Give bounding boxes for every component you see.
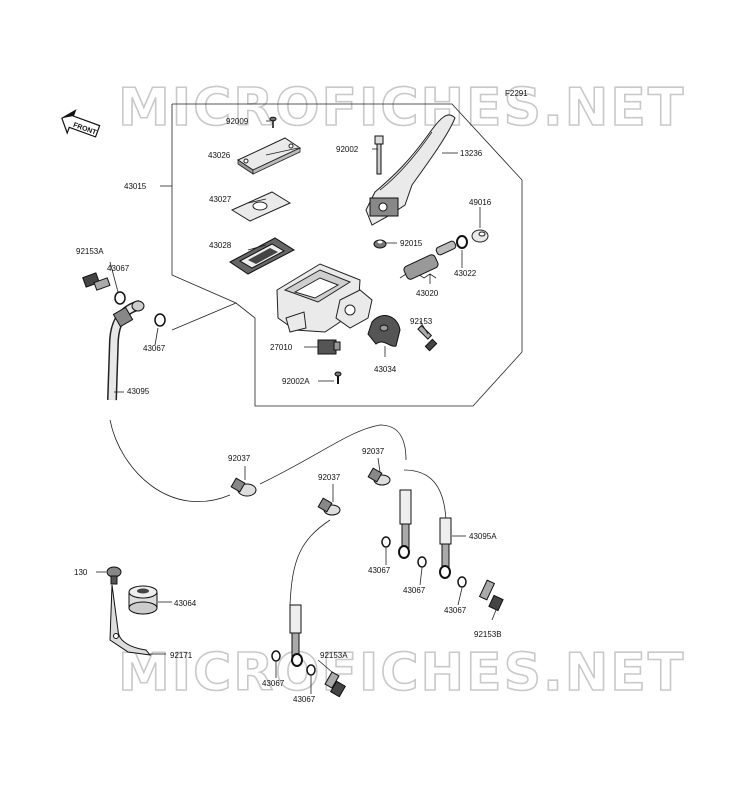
diaphragm-plate <box>230 191 292 222</box>
banjo-bolt-bottom <box>324 671 347 698</box>
front-arrow-icon: FRONT <box>61 109 101 138</box>
washer-e <box>457 576 467 588</box>
screw-92009 <box>269 116 277 128</box>
label-43022: 43022 <box>454 269 477 278</box>
washer-a <box>114 291 126 305</box>
label-43027: 43027 <box>209 195 232 204</box>
label-43028: 43028 <box>209 241 232 250</box>
label-92037-a: 92037 <box>228 454 251 463</box>
brake-hose-upper <box>107 300 407 502</box>
stop-light-switch <box>317 339 341 355</box>
label-92153a-top: 92153A <box>76 247 104 256</box>
switch-screw <box>334 371 342 384</box>
label-43067-e: 43067 <box>444 606 467 615</box>
banjo-bolt-top <box>82 272 111 291</box>
label-43067-b: 43067 <box>143 344 166 353</box>
watermark-top: MICROFICHES.NET <box>118 78 685 138</box>
label-130: 130 <box>74 568 88 577</box>
hose-bracket <box>109 584 152 656</box>
hose-clamp-c <box>317 497 341 516</box>
label-27010: 27010 <box>270 343 293 352</box>
hose-clamp-a <box>230 477 257 497</box>
hose-clamp-b <box>367 467 391 486</box>
diaphragm <box>229 237 296 275</box>
label-92037-b: 92037 <box>362 447 385 456</box>
pivot-bolt <box>374 135 384 175</box>
label-13236: 13236 <box>460 149 483 158</box>
label-92153: 92153 <box>410 317 433 326</box>
label-92015: 92015 <box>400 239 423 248</box>
clamp-bolt <box>417 324 438 352</box>
reservoir-cup <box>128 585 158 615</box>
pivot-nut <box>373 239 387 249</box>
master-cylinder-body <box>276 263 373 333</box>
flange-bolt <box>106 566 122 585</box>
label-92009: 92009 <box>226 117 249 126</box>
label-43064: 43064 <box>174 599 197 608</box>
label-92153b: 92153B <box>474 630 502 639</box>
brake-hose-lower <box>289 469 452 667</box>
washer-c <box>381 536 391 548</box>
label-43095: 43095 <box>127 387 150 396</box>
brake-lever <box>365 114 456 226</box>
label-43095a: 43095A <box>469 532 497 541</box>
label-43015: 43015 <box>124 182 147 191</box>
label-92153a-bottom: 92153A <box>320 651 348 660</box>
washer-f <box>271 650 281 662</box>
reservoir-cap <box>236 137 302 175</box>
label-43026: 43026 <box>208 151 231 160</box>
label-92037-c: 92037 <box>318 473 341 482</box>
handlebar-clamp <box>367 315 401 347</box>
label-43034: 43034 <box>374 365 397 374</box>
circlip <box>456 235 468 249</box>
label-43067-a: 43067 <box>107 264 130 273</box>
label-92002-top: 92002 <box>336 145 359 154</box>
label-43067-c: 43067 <box>368 566 391 575</box>
assembly-outline <box>171 103 523 407</box>
label-92171: 92171 <box>170 651 193 660</box>
piston-assembly <box>399 240 457 280</box>
washer-g <box>306 664 316 676</box>
dust-boot <box>471 229 489 243</box>
banjo-bolt-b <box>478 579 504 612</box>
label-43067-d: 43067 <box>403 586 426 595</box>
label-43067-g: 43067 <box>293 695 316 704</box>
label-49016: 49016 <box>469 198 492 207</box>
label-92002a: 92002A <box>282 377 310 386</box>
diagram-code: F2291 <box>505 89 528 98</box>
washer-b <box>154 313 166 327</box>
watermark-bottom: MICROFICHES.NET <box>118 643 685 703</box>
washer-d <box>417 556 427 568</box>
label-43020: 43020 <box>416 289 439 298</box>
label-43067-f: 43067 <box>262 679 285 688</box>
